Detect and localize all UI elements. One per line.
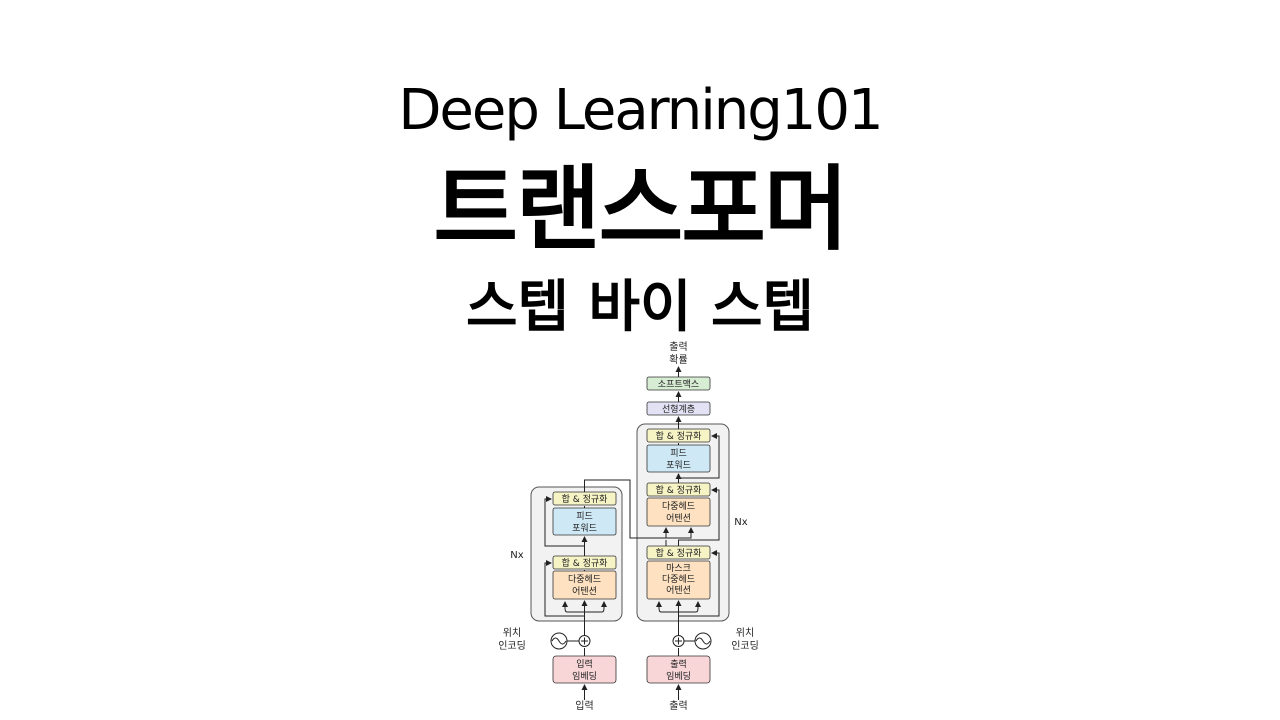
- decoder-mha-label-2: 어텐션: [666, 513, 691, 524]
- softmax-layer-label: 소프트맥스: [658, 379, 699, 390]
- decoder-ff-label-2: 포워드: [666, 460, 691, 471]
- decoder-add-norm-bottom-label: 합 & 정규화: [656, 548, 702, 559]
- output-prob-label-2: 확률: [669, 354, 687, 366]
- decoder-masked-label-1: 마스크: [666, 563, 691, 574]
- input-embedding-label-1: 입력: [576, 658, 593, 670]
- decoder-masked-label-2: 다중헤드: [662, 573, 695, 585]
- input-label: 입력: [575, 699, 593, 712]
- encoder-add-norm-top-label: 합 & 정규화: [562, 494, 608, 505]
- decoder-add-norm-middle-label: 합 & 정규화: [656, 485, 702, 496]
- dec-positional-label-1: 위치: [736, 626, 754, 639]
- dec-positional-encoding-icon: [694, 632, 712, 650]
- output-embedding-label-1: 출력: [670, 658, 687, 670]
- decoder-add-norm-top-label: 합 & 정규화: [656, 431, 702, 442]
- enc-positional-label-2: 인코딩: [498, 640, 526, 652]
- decoder-masked-multi-head-attention: [646, 560, 711, 600]
- decoder-masked-label-3: 어텐션: [666, 585, 691, 596]
- encoder-mha-label-2: 어텐션: [572, 586, 597, 597]
- output-prob-label-1: 출력: [669, 341, 687, 353]
- input-embedding-label-2: 임베딩: [572, 670, 597, 682]
- encoder-nx-label: Nx: [510, 550, 523, 561]
- dec-positional-label-2: 인코딩: [731, 640, 759, 652]
- linear-layer-label: 선형계층: [662, 403, 695, 415]
- enc-positional-encoding-icon: [550, 632, 568, 650]
- diagram-connectors: [544, 366, 720, 700]
- page-title: 트랜스포머: [433, 156, 848, 263]
- dec-add-circle-icon: [672, 635, 685, 647]
- series-title: Deep Learning101: [398, 78, 883, 143]
- output-label: 출력: [669, 700, 687, 712]
- output-embedding-label-2: 임베딩: [666, 670, 691, 682]
- encoder-add-norm-bottom-label: 합 & 정규화: [562, 558, 608, 569]
- encoder-mha-label-1: 다중헤드: [568, 573, 601, 585]
- decoder-multi-head-attention: [646, 497, 711, 527]
- enc-positional-label-1: 위치: [503, 626, 521, 639]
- decoder-mha-label-1: 다중헤드: [662, 500, 695, 512]
- encoder-ff-label-1: 피드: [576, 511, 593, 522]
- enc-add-circle-icon: [578, 635, 591, 647]
- encoder-ff-label-2: 포워드: [572, 523, 597, 534]
- decoder-nx-label: Nx: [734, 517, 747, 528]
- page-subtitle: 스텝 바이 스텝: [465, 275, 815, 340]
- decoder-ff-label-1: 피드: [670, 448, 687, 459]
